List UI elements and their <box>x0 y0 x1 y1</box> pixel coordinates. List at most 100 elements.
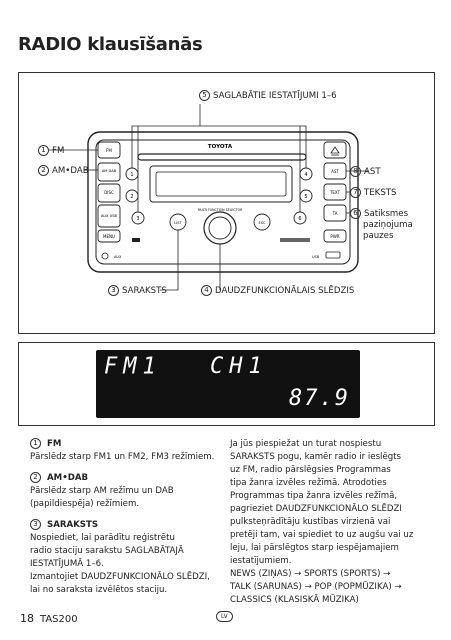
auxusb-button-label: AUX USB <box>101 214 118 218</box>
section-body-list-5: lai no saraksta izvēlētos staciju. <box>30 585 168 595</box>
callout-text: Satiksmes <box>364 209 409 219</box>
right-line-12: TALK (SARUNAS) → POP (POPMŪZIKA) → <box>230 582 402 592</box>
list-button-label: LIST <box>174 221 182 225</box>
preset-6-label: 6 <box>298 216 301 222</box>
right-line-7: pulksteņrādītāju kustības virzienā vai <box>230 517 391 527</box>
callout-text: AST <box>364 167 381 177</box>
section-heading-list: SARAKSTS <box>47 520 99 530</box>
section-heading-fm: FM <box>47 439 62 449</box>
pwr-button-label: PWR <box>330 234 339 239</box>
preset-1-label: 1 <box>130 172 133 178</box>
ast-button-label: AST <box>331 169 339 174</box>
eject-button <box>323 141 347 159</box>
selector-label: MULTI FUNCTION SELECTOR <box>198 208 243 212</box>
section-number: 3 <box>30 519 41 530</box>
page-title: RADIO klausīšanās <box>18 34 203 55</box>
ta-button-label: TA <box>332 211 338 216</box>
radio-diagram-frame <box>18 72 435 334</box>
auxusb-button <box>97 204 121 228</box>
callout-text: TEKSTS <box>364 188 397 198</box>
language-badge: LV <box>216 611 233 622</box>
page-footer: 18 TAS200 <box>20 612 78 625</box>
fm-button-label: FM <box>106 148 112 153</box>
callout-text: SARAKSTS <box>122 286 167 296</box>
section-heading-amdab: AM•DAB <box>47 473 89 483</box>
right-line-9: leju, lai pārslēgtos starp iespējamajiem <box>230 543 399 553</box>
right-line-6: pagrieziet DAUDZFUNKCIONĀLO SLĒDZI <box>230 504 402 514</box>
right-line-5: Programmas tipa žanra izvēles režīmā, <box>230 491 398 501</box>
callout-number: 4 <box>201 285 212 296</box>
aux-port <box>101 252 109 260</box>
callout-number: 3 <box>108 285 119 296</box>
callout-number: 8 <box>350 166 361 177</box>
right-line-1: Ja jūs piespiežat un turat nospiestu <box>230 439 382 449</box>
preset-2-label: 2 <box>130 194 133 200</box>
eject-icon <box>330 146 340 156</box>
menu-button-label: MENU <box>103 234 115 239</box>
esc-button <box>253 213 271 231</box>
section-body-amdab-2: (papildiespēja) režīmiem. <box>30 499 140 509</box>
right-line-10: iestatījumiem. <box>230 556 292 566</box>
lcd-band: FM1 <box>104 353 162 380</box>
menu-button <box>97 229 121 243</box>
section-number: 2 <box>30 472 41 483</box>
section-body-list-2: radio staciju sarakstu SAGLABĀTAJĀ <box>30 546 184 556</box>
lcd-window <box>149 165 293 203</box>
display-frame <box>18 342 435 426</box>
section-body-fm: Pārslēdz starp FM1 un FM2, FM3 režīmiem. <box>30 452 215 462</box>
unit-inner-frame <box>95 139 351 265</box>
right-line-3: uz FM, radio pārslēgsies Programmas <box>230 465 391 475</box>
lcd-display: FM1 CH1 87.9 <box>96 350 360 418</box>
disc-button <box>97 183 121 203</box>
disc-button-label: DISC <box>104 190 114 195</box>
brand-label: TOYOTA <box>208 144 233 150</box>
right-line-2: SARAKSTS pogu, kamēr radio ir ieslēgts <box>230 452 402 462</box>
callout-number: 7 <box>350 187 361 198</box>
left-column: 1 FM Pārslēdz starp FM1 un FM2, FM3 režī… <box>30 438 225 597</box>
amdab-button <box>97 162 121 182</box>
usb-port <box>325 251 341 259</box>
usb-port-label: USB <box>312 255 320 259</box>
page-number: 18 <box>20 612 34 625</box>
section-number: 1 <box>30 438 41 449</box>
model-name: TAS200 <box>40 614 78 625</box>
callout-number: 5 <box>199 90 210 101</box>
unit-outer-frame <box>87 131 359 273</box>
preset-4-label: 4 <box>304 172 307 178</box>
section-body-list-1: Nospiediet, lai parādītu reģistrētu <box>30 533 175 543</box>
callout-text-line3: pauzes <box>363 231 394 241</box>
pwr-button <box>323 229 347 243</box>
right-line-8: pretēji tam, vai spiediet to uz augšu va… <box>230 530 414 540</box>
callout-text: DAUDZFUNKCIONĀLAIS SLĒDZIS <box>215 286 355 296</box>
cd-slot <box>137 153 307 161</box>
callout-text: SAGLABĀTIE IESTATĪJUMI 1–6 <box>213 91 337 101</box>
callout-text-line2: paziņojuma <box>363 220 413 230</box>
preset-3-label: 3 <box>136 216 139 222</box>
section-body-list-4: Izmantojiet DAUDZFUNKCIONĀLO SLĒDZI, <box>30 572 210 582</box>
lcd-channel: CH1 <box>210 354 268 379</box>
text-button-label: TEXT <box>329 190 341 195</box>
right-line-4: tipa žanra izvēles režīmā. Atrodoties <box>230 478 387 488</box>
lcd-frequency: 87.9 <box>289 386 350 411</box>
callout-number: 2 <box>38 165 49 176</box>
right-column: Ja jūs piespiežat un turat nospiestu SAR… <box>230 438 435 607</box>
esc-button-label: ESC <box>258 221 266 225</box>
amdab-button-label: AM DAB <box>102 169 117 173</box>
right-line-13: CLASSICS (KLASISKĀ MŪZIKA) <box>230 595 359 605</box>
aux-port-label: AUX <box>114 255 122 259</box>
callout-text: AM•DAB <box>52 166 89 176</box>
callout-number: 6 <box>350 208 361 219</box>
section-body-amdab-1: Pārslēdz starp AM režīmu un DAB <box>30 486 174 496</box>
preset-5-label: 5 <box>304 194 307 200</box>
callout-number: 1 <box>38 145 49 156</box>
callout-text: FM <box>52 146 65 156</box>
